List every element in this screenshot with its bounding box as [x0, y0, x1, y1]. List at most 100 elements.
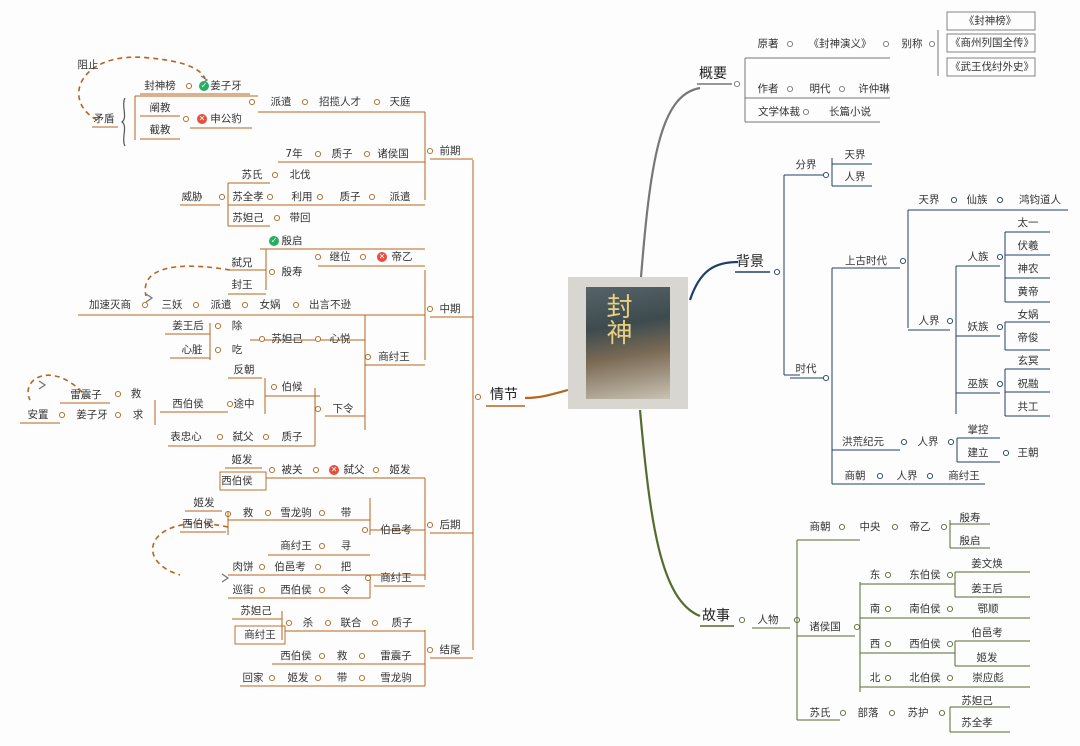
node-l7[interactable]: 西伯侯 — [182, 518, 214, 530]
node-m20[interactable]: 伯候 — [281, 381, 303, 393]
node-m7[interactable]: 加速灭商 — [89, 299, 131, 311]
node-m1[interactable]: 殷启 — [281, 235, 303, 247]
node-bg3[interactable]: 人界 — [844, 171, 866, 183]
node-q1[interactable]: 阻止 — [77, 59, 99, 71]
node-st7[interactable]: 诸侯国 — [809, 621, 841, 633]
node-st1[interactable]: 人物 — [757, 614, 779, 626]
node-l11[interactable]: 伯邑考 — [380, 524, 412, 536]
node-m30[interactable]: 弑父 — [232, 431, 254, 443]
node-ov10[interactable]: 文学体裁 — [758, 106, 800, 118]
node-m4[interactable]: 弑兄 — [231, 257, 253, 269]
node-bg7[interactable]: 仙族 — [966, 194, 988, 206]
node-st3[interactable]: 中央 — [859, 521, 881, 533]
node-m23[interactable]: 西伯侯 — [172, 398, 204, 410]
node-l15[interactable]: 伯邑考 — [274, 561, 306, 573]
node-l12[interactable]: 商纣王 — [280, 540, 312, 552]
node-q7[interactable]: 申公豹 — [210, 113, 242, 125]
node-ov3[interactable]: 别称 — [901, 38, 923, 50]
node-l20[interactable]: 商纣王 — [380, 572, 412, 584]
node-bg2[interactable]: 天界 — [844, 149, 866, 161]
node-e11[interactable]: 带 — [336, 672, 348, 684]
node-m6[interactable]: 封王 — [231, 279, 253, 291]
node-st24[interactable]: 苏护 — [907, 707, 929, 719]
node-st12[interactable]: 南 — [869, 603, 881, 615]
node-ov2[interactable]: 《封神演义》 — [808, 38, 872, 50]
node-m10[interactable]: 女娲 — [259, 299, 281, 311]
node-q4[interactable]: 矛盾 — [93, 113, 115, 125]
node-q10[interactable]: 天庭 — [389, 96, 411, 108]
node-l19[interactable]: 令 — [340, 584, 352, 596]
node-st22[interactable]: 苏氏 — [809, 707, 831, 719]
node-q3[interactable]: 姜子牙 — [210, 80, 242, 92]
node-ov8[interactable]: 明代 — [809, 83, 831, 95]
node-bg5[interactable]: 上古时代 — [845, 255, 887, 267]
node-m13[interactable]: 除 — [231, 320, 243, 332]
node-bg8[interactable]: 鸿钧道人 — [1019, 194, 1061, 206]
node-bg14[interactable]: 黄帝 — [1017, 286, 1039, 298]
node-l3[interactable]: 被关 — [281, 464, 303, 476]
node-st9[interactable]: 东伯侯 — [909, 569, 941, 581]
node-m3[interactable]: 帝乙 — [391, 251, 413, 263]
node-st10[interactable]: 姜文焕 — [971, 558, 1003, 570]
node-bg27[interactable]: 商朝 — [844, 470, 866, 482]
node-bg13[interactable]: 神农 — [1017, 263, 1039, 275]
node-st19[interactable]: 北 — [869, 672, 881, 684]
node-l13[interactable]: 寻 — [340, 540, 352, 552]
node-q19[interactable]: 质子 — [339, 191, 361, 203]
node-st5[interactable]: 殷寿 — [959, 512, 981, 524]
node-q8[interactable]: 派遣 — [270, 96, 292, 108]
node-st4[interactable]: 帝乙 — [909, 521, 931, 533]
node-st18[interactable]: 姬发 — [976, 652, 998, 664]
node-p2[interactable]: 中期 — [439, 303, 461, 315]
node-bg25[interactable]: 建立 — [967, 447, 989, 459]
node-l4[interactable]: 弑父 — [343, 464, 365, 476]
node-m8[interactable]: 三妖 — [161, 299, 183, 311]
node-ov11[interactable]: 长篇小说 — [829, 106, 871, 118]
node-m25[interactable]: 安置 — [27, 409, 49, 421]
node-m16[interactable]: 苏妲己 — [271, 333, 303, 345]
node-q18[interactable]: 利用 — [291, 191, 313, 203]
node-bg18[interactable]: 巫族 — [967, 378, 989, 390]
node-q17[interactable]: 苏全孝 — [232, 191, 264, 203]
node-q20[interactable]: 派遣 — [389, 191, 411, 203]
node-st26[interactable]: 苏全孝 — [961, 717, 993, 729]
node-m14[interactable]: 心脏 — [181, 344, 203, 356]
node-ov1[interactable]: 原著 — [757, 38, 779, 50]
node-e6[interactable]: 西伯侯 — [280, 650, 312, 662]
node-bg22[interactable]: 洪荒纪元 — [842, 436, 884, 448]
node-st17[interactable]: 伯邑考 — [971, 627, 1003, 639]
node-bg16[interactable]: 女娲 — [1017, 309, 1039, 321]
node-ov9[interactable]: 许仲琳 — [858, 83, 890, 95]
node-l17[interactable]: 巡街 — [232, 584, 254, 596]
node-m28[interactable]: 下令 — [332, 403, 354, 415]
node-e9[interactable]: 回家 — [242, 672, 264, 684]
node-m18[interactable]: 商纣王 — [378, 351, 410, 363]
node-st15[interactable]: 西 — [869, 638, 881, 650]
node-q15[interactable]: 北伐 — [289, 169, 311, 181]
node-bg11[interactable]: 太一 — [1017, 217, 1039, 229]
node-st11[interactable]: 姜王后 — [971, 583, 1003, 595]
node-st20[interactable]: 北伯侯 — [909, 672, 941, 684]
node-q14[interactable]: 苏氏 — [241, 169, 263, 181]
node-q16[interactable]: 威胁 — [181, 191, 203, 203]
node-ov4[interactable]: 《封神榜》 — [963, 15, 1017, 27]
node-l18[interactable]: 西伯侯 — [280, 584, 312, 596]
node-e7[interactable]: 救 — [336, 650, 348, 662]
node-p4[interactable]: 结尾 — [439, 644, 461, 656]
node-bg24[interactable]: 掌控 — [967, 424, 989, 436]
node-e1[interactable]: 苏妲己 — [240, 605, 272, 617]
node-bg29[interactable]: 商纣王 — [948, 470, 980, 482]
node-m5[interactable]: 殷寿 — [281, 266, 303, 278]
node-e3[interactable]: 杀 — [302, 617, 314, 629]
node-st14[interactable]: 鄂顺 — [977, 603, 999, 615]
node-ov5[interactable]: 《商州列国全传》 — [950, 37, 1034, 49]
node-st25[interactable]: 苏妲己 — [961, 695, 993, 707]
node-m31[interactable]: 质子 — [281, 431, 303, 443]
node-l2[interactable]: 西伯侯 — [221, 475, 253, 487]
node-l5[interactable]: 姬发 — [389, 464, 411, 476]
node-l9[interactable]: 雪龙驹 — [280, 507, 312, 519]
node-m24[interactable]: 途中 — [233, 398, 255, 410]
node-bg28[interactable]: 人界 — [896, 470, 918, 482]
node-bg21[interactable]: 共工 — [1017, 401, 1039, 413]
node-e10[interactable]: 姬发 — [287, 672, 309, 684]
